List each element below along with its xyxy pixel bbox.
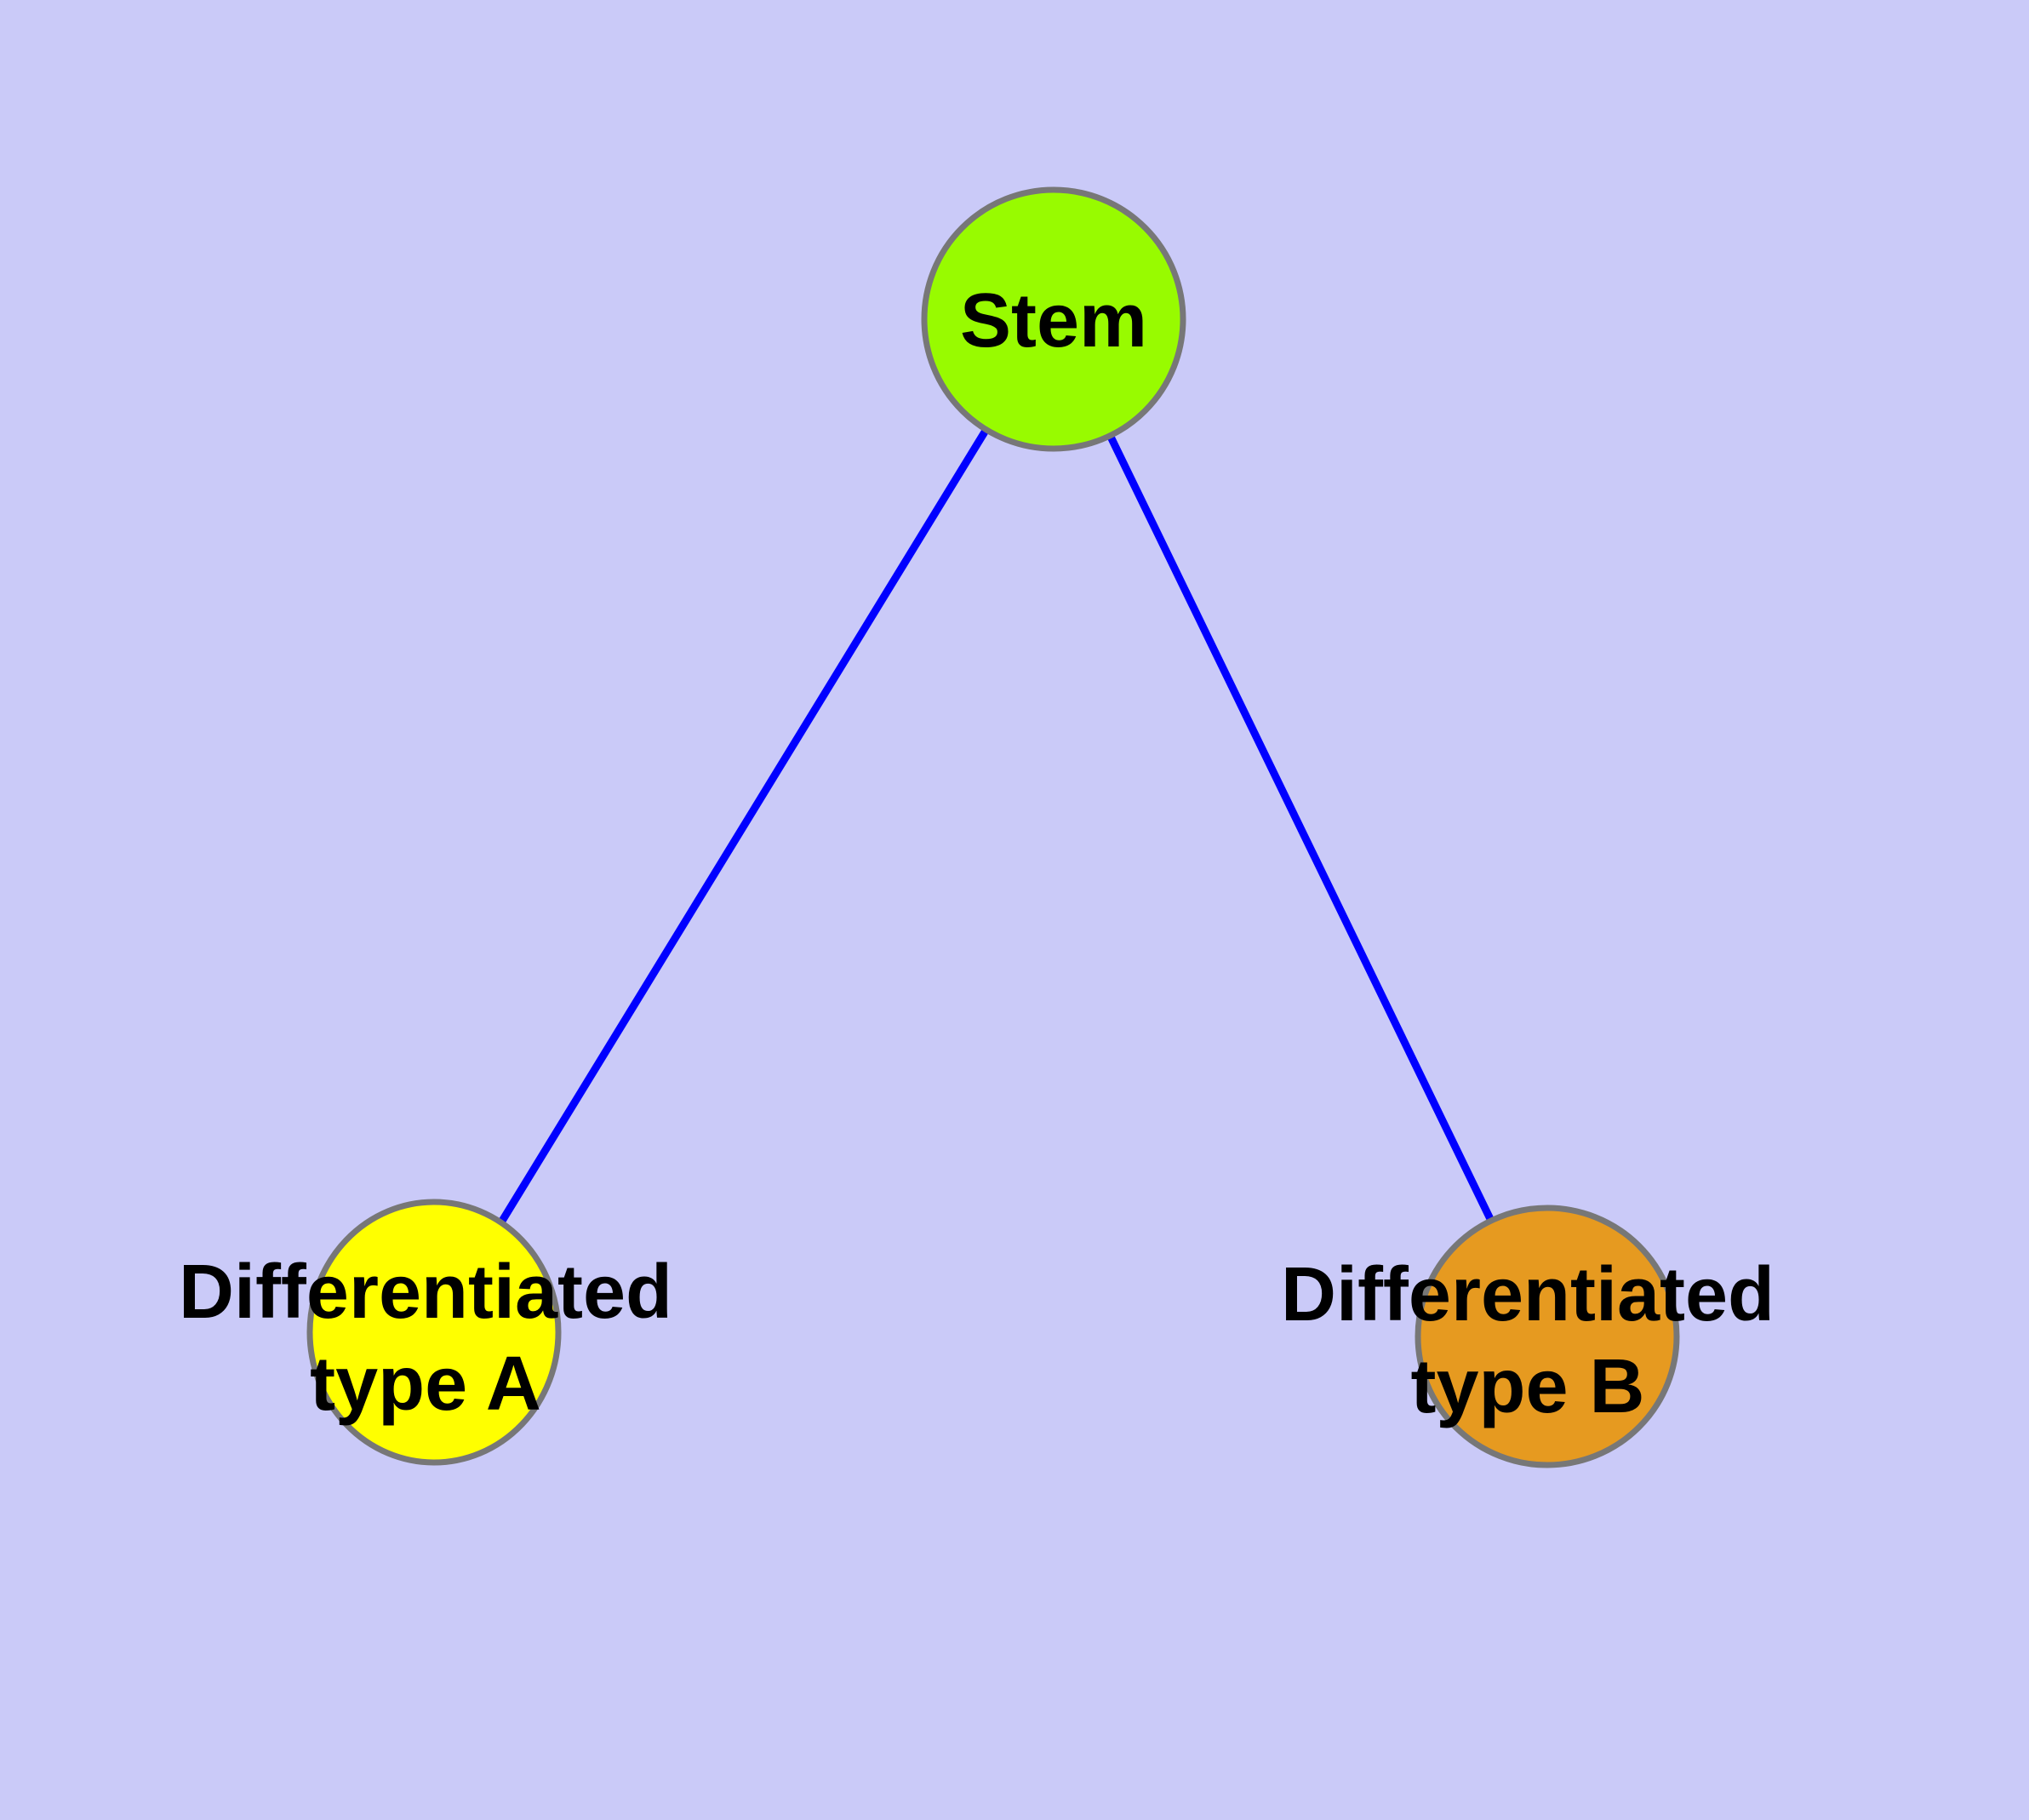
stem-node: [921, 186, 1186, 452]
differentiated-type-b-node: [1415, 1205, 1680, 1468]
type-a-label-line2: type A: [310, 1342, 541, 1427]
differentiated-type-a-node: [306, 1199, 562, 1466]
edge-stem-to-type-a: [431, 317, 1057, 1335]
type-a-label-line1: Differentiated: [179, 1250, 672, 1335]
type-b-label-line2: type B: [1410, 1344, 1644, 1429]
type-b-label-line1: Differentiated: [1281, 1252, 1775, 1337]
stem-node-label: Stem: [960, 278, 1147, 363]
edge-stem-to-type-b: [1049, 318, 1552, 1338]
